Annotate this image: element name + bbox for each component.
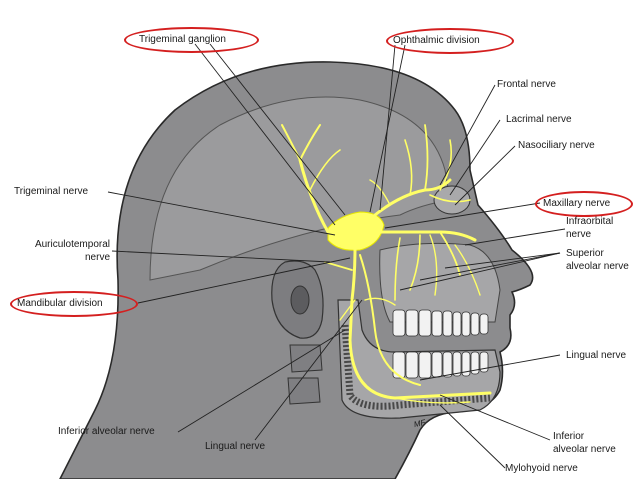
label-trigeminal-nerve: Trigeminal nerve bbox=[14, 186, 88, 198]
label-lingual-nerve-right: Lingual nerve bbox=[566, 350, 626, 362]
label-mylohyoid-nerve: Mylohyoid nerve bbox=[505, 463, 578, 475]
label-ophthalmic-division: Ophthalmic division bbox=[393, 35, 480, 47]
label-infraorbital-line1: Infraorbital bbox=[566, 216, 613, 228]
label-auriculotemporal-line2: nerve bbox=[12, 252, 110, 264]
lower-teeth bbox=[393, 352, 488, 378]
artist-signature: MF bbox=[413, 417, 427, 431]
label-trigeminal-ganglion: Trigeminal ganglion bbox=[139, 34, 226, 46]
label-lingual-nerve-bottom: Lingual nerve bbox=[205, 441, 265, 453]
label-maxillary-nerve: Maxillary nerve bbox=[543, 198, 610, 210]
label-infraorbital-line2: nerve bbox=[566, 229, 591, 241]
label-superior-alveolar-line1: Superior bbox=[566, 248, 604, 260]
label-auriculotemporal-line1: Auriculotemporal bbox=[12, 239, 110, 251]
label-superior-alveolar-line2: alveolar nerve bbox=[566, 261, 629, 273]
ear-canal bbox=[291, 286, 309, 314]
upper-teeth bbox=[393, 310, 488, 336]
label-mandibular-division: Mandibular division bbox=[17, 298, 103, 310]
label-inferior-alveolar-right-line1: Inferior bbox=[553, 431, 584, 443]
label-frontal-nerve: Frontal nerve bbox=[497, 79, 556, 91]
label-nasociliary-nerve: Nasociliary nerve bbox=[518, 140, 595, 152]
label-lacrimal-nerve: Lacrimal nerve bbox=[506, 114, 572, 126]
label-inferior-alveolar-left: Inferior alveolar nerve bbox=[58, 426, 155, 438]
label-inferior-alveolar-right-line2: alveolar nerve bbox=[553, 444, 616, 456]
